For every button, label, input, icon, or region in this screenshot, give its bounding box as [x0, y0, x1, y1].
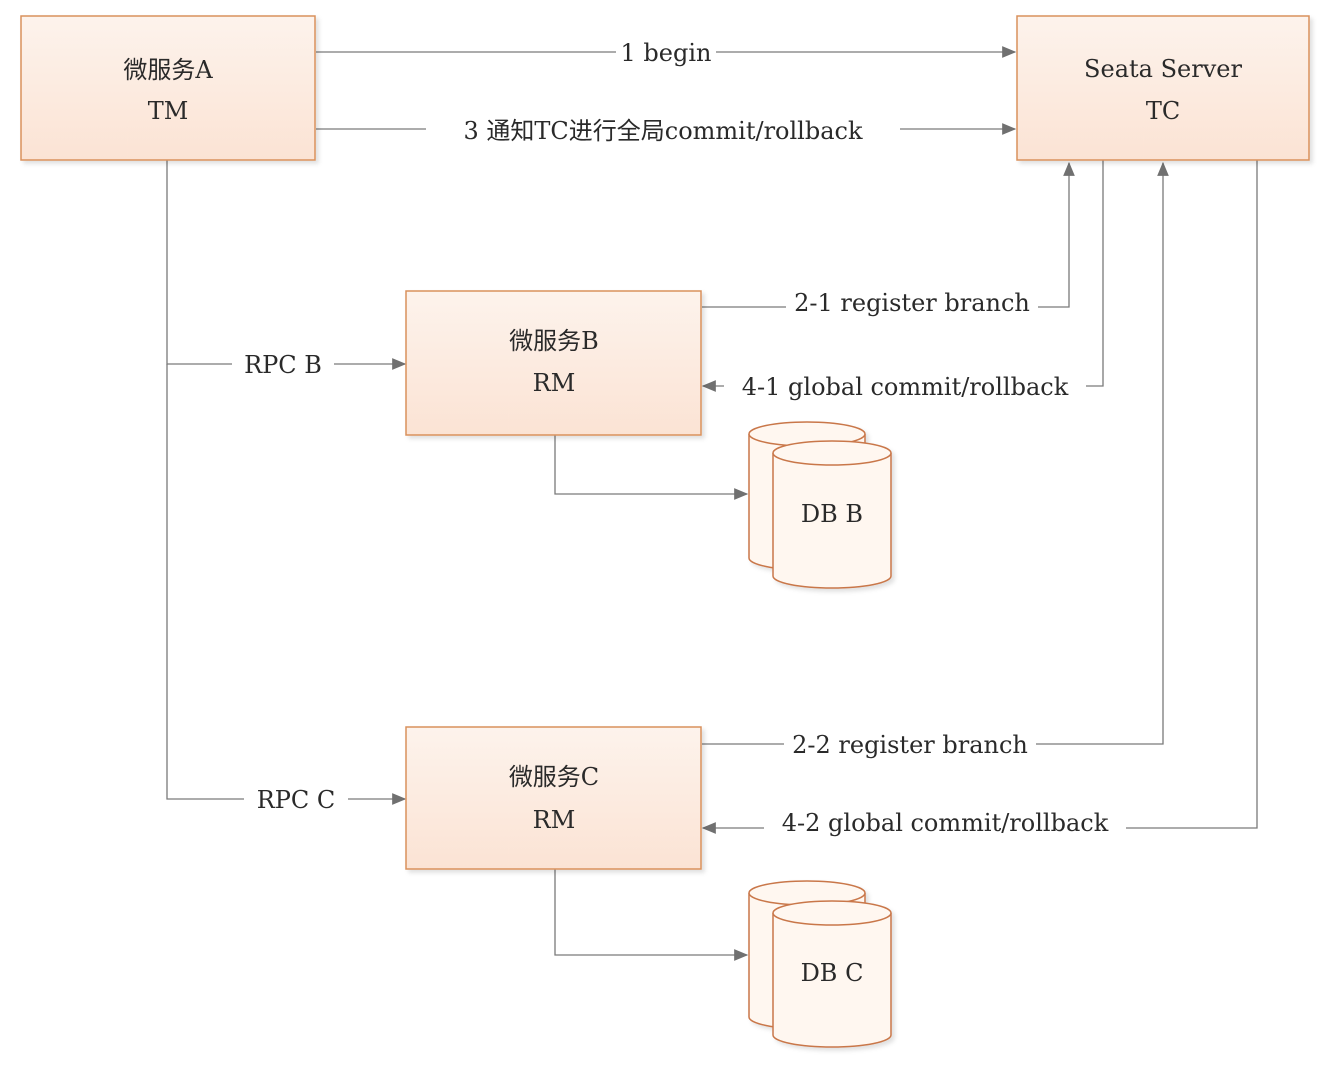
edge-label-global-b: 4-1 global commit/rollback — [742, 373, 1069, 401]
seata-server-name: Seata Server — [1084, 55, 1242, 83]
edge-label-register-b: 2-1 register branch — [794, 289, 1030, 317]
edge-label-rpc-c: RPC C — [257, 786, 336, 814]
edge-label-rpc-b: RPC B — [244, 351, 322, 379]
db-b-label: DB B — [801, 500, 863, 528]
edge-rpc-c: RPC C — [166, 364, 407, 815]
node-db-c: DB C — [748, 880, 892, 1048]
edge-global-c: 4-2 global commit/rollback — [701, 160, 1258, 839]
edge-register-c: 2-2 register branch — [702, 161, 1169, 761]
service-b-role: RM — [533, 369, 576, 397]
service-b-name: 微服务B — [509, 327, 599, 355]
edge-rpc-b: RPC B — [166, 160, 407, 380]
edge-notify-tc: 3 通知TC进行全局commit/rollback — [316, 113, 1017, 145]
service-c-role: RM — [533, 806, 576, 834]
edge-label-begin: 1 begin — [621, 39, 712, 67]
edge-label-notify-tc: 3 通知TC进行全局commit/rollback — [463, 117, 862, 145]
node-db-b: DB B — [748, 421, 892, 589]
edge-c-to-db — [554, 869, 749, 961]
service-a-role: TM — [148, 97, 189, 125]
edge-register-b: 2-1 register branch — [702, 161, 1075, 319]
edge-label-register-c: 2-2 register branch — [792, 731, 1028, 759]
service-c-name: 微服务C — [509, 763, 599, 791]
edge-begin: 1 begin — [316, 36, 1017, 68]
node-service-b: 微服务B RM — [405, 290, 702, 436]
node-service-c: 微服务C RM — [405, 726, 702, 870]
edge-b-to-db — [554, 435, 749, 500]
edge-label-global-c: 4-2 global commit/rollback — [782, 809, 1109, 837]
edge-global-b: 4-1 global commit/rollback — [701, 160, 1104, 402]
node-service-a: 微服务A TM — [20, 15, 316, 161]
seata-server-role: TC — [1146, 97, 1180, 125]
db-b-front-cylinder-icon — [772, 440, 892, 589]
db-c-label: DB C — [801, 959, 864, 987]
node-seata-server: Seata Server TC — [1016, 15, 1310, 161]
db-c-front-cylinder-icon — [772, 900, 892, 1048]
service-a-name: 微服务A — [123, 56, 213, 84]
